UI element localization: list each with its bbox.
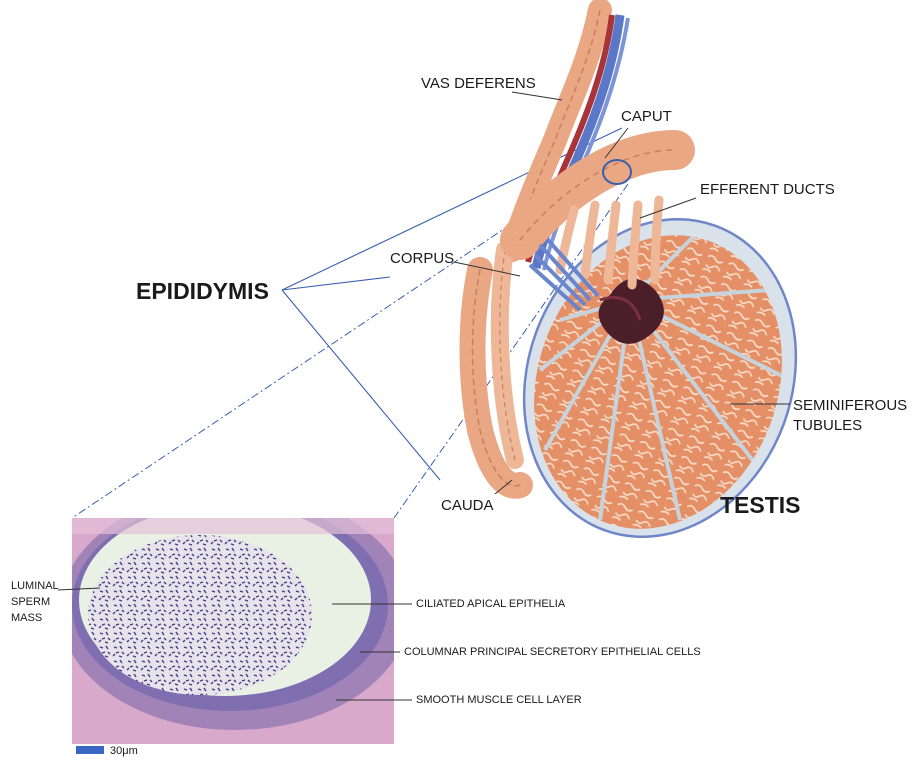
label-caput: CAPUT — [621, 107, 672, 127]
label-vas-deferens: VAS DEFERENS — [421, 74, 536, 94]
label-epididymis: EPIDIDYMIS — [136, 277, 269, 305]
scale-bar-label: 30μm — [110, 743, 138, 759]
scale-bar — [76, 746, 104, 754]
label-luminal-sperm-mass: LUMINAL SPERM MASS — [11, 578, 59, 626]
label-corpus: CORPUS — [390, 249, 454, 269]
label-testis: TESTIS — [720, 491, 801, 519]
histology-section — [60, 490, 410, 744]
label-efferent-ducts: EFFERENT DUCTS — [700, 180, 835, 200]
label-cauda: CAUDA — [441, 496, 494, 516]
label-columnar-cells: COLUMNAR PRINCIPAL SECRETORY EPITHELIAL … — [404, 644, 701, 660]
label-smooth-muscle: SMOOTH MUSCLE CELL LAYER — [416, 692, 582, 708]
label-seminiferous-tubules: SEMINIFEROUS TUBULES — [793, 396, 907, 436]
label-ciliated-apical-epithelia: CILIATED APICAL EPITHELIA — [416, 596, 565, 612]
